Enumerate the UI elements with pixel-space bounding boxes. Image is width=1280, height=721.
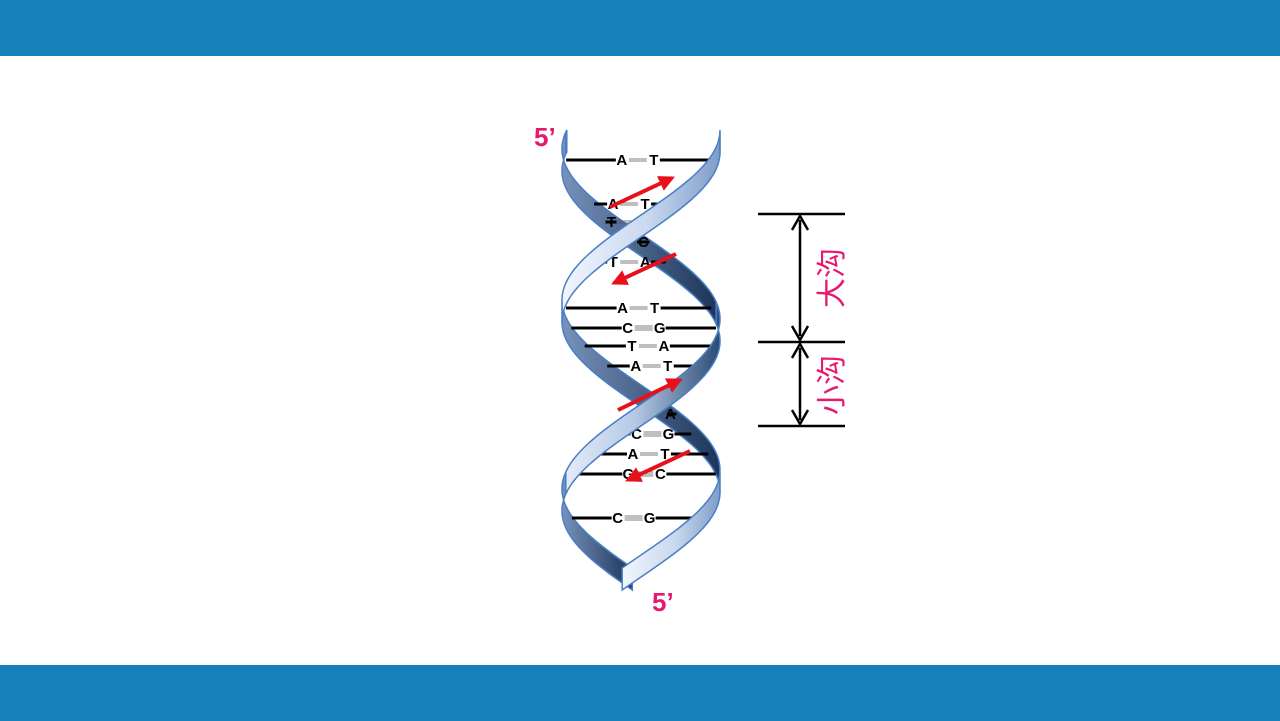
base-right: T — [650, 300, 659, 317]
direction-arrow — [617, 378, 683, 412]
base-left: C — [612, 510, 623, 527]
header-band — [0, 0, 1280, 56]
base-right: G — [644, 510, 656, 527]
base-right: G — [654, 320, 666, 337]
groove-dimension-lines — [758, 212, 845, 428]
five-prime-bottom-label: 5’ — [652, 587, 674, 617]
base-right: A — [640, 254, 651, 271]
minor-groove-arrowhead-down — [790, 409, 810, 427]
base-right: A — [665, 406, 676, 423]
strand-direction-arrows — [609, 176, 691, 482]
strand-b-back-segment — [561, 471, 634, 592]
direction-arrow — [609, 176, 675, 209]
base-left: A — [616, 152, 627, 169]
helix-front-strand — [561, 129, 721, 592]
base-right: G — [663, 426, 675, 443]
base-left: T — [627, 338, 636, 355]
base-left: C — [631, 426, 642, 443]
base-left: A — [628, 446, 639, 463]
strand-a-front-segment — [561, 131, 721, 325]
strand-b-front-segment — [565, 129, 568, 155]
base-left: A — [630, 358, 641, 375]
direction-arrow — [625, 449, 691, 482]
direction-arrow — [611, 252, 677, 285]
strand-a-front-segment — [621, 471, 721, 592]
footer-band — [0, 665, 1280, 721]
base-right: T — [649, 152, 658, 169]
minor-groove-label: 小沟 — [815, 355, 850, 415]
base-right: T — [660, 446, 669, 463]
base-right: T — [641, 196, 650, 213]
base-left: T — [607, 214, 616, 231]
major-groove-arrowhead-up — [790, 213, 810, 231]
base-left: A — [617, 300, 628, 317]
major-groove-arrowhead-down — [790, 325, 810, 343]
major-groove-label: 大沟 — [815, 248, 850, 308]
strand-b-front-segment — [565, 301, 721, 495]
base-left: T — [609, 254, 618, 271]
minor-groove-arrowhead-up — [790, 341, 810, 359]
base-right: C — [638, 234, 649, 251]
base-right: A — [658, 338, 669, 355]
base-right: T — [663, 358, 672, 375]
five-prime-top-label: 5’ — [534, 122, 556, 152]
base-right: C — [655, 466, 666, 483]
base-left: C — [622, 320, 633, 337]
